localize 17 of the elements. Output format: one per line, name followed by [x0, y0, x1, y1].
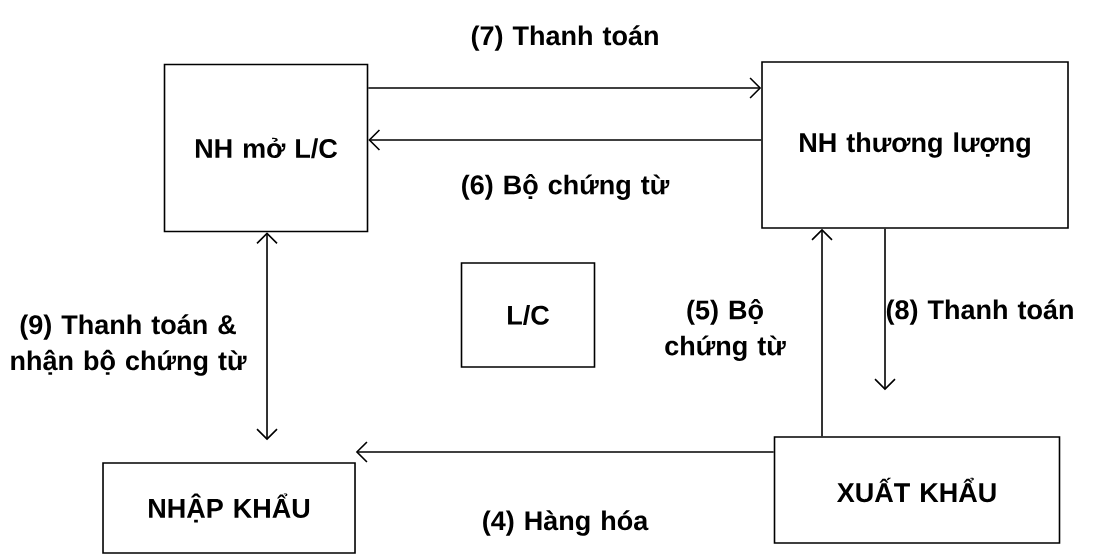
process-box: NH mở L/C [163, 63, 369, 233]
edge-label: (7) Thanh toán [471, 25, 658, 51]
edge-label: (4) Hàng hóa [483, 510, 649, 536]
arrow [811, 228, 833, 437]
process-box: NH thương lượng [761, 61, 1069, 229]
process-box: L/C [460, 262, 596, 368]
arrow [874, 228, 896, 391]
edge-label: (5) Bộ chứng từ [665, 299, 786, 361]
edge-label: (8) Thanh toán [886, 299, 1073, 325]
edge-label: (9) Thanh toán & nhận bộ chứng từ [11, 314, 247, 376]
edge-label: (6) Bộ chứng từ [462, 174, 670, 200]
process-box: XUẤT KHẨU [773, 436, 1061, 544]
arrow [256, 232, 278, 441]
arrow [367, 77, 762, 99]
arrow [355, 441, 775, 463]
arrow [368, 129, 762, 151]
process-box: NHẬP KHẨU [102, 462, 356, 554]
